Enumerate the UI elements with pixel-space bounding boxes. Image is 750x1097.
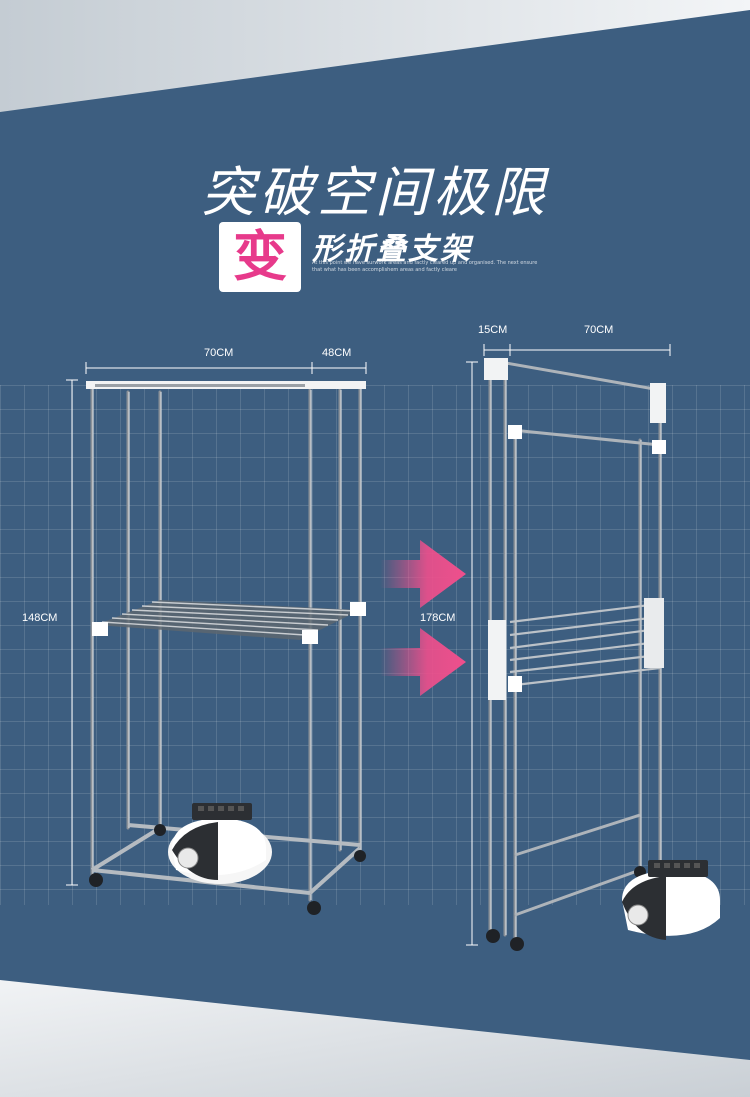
subtitle: 形折叠支架: [312, 232, 472, 267]
headline: 突破空间极限: [201, 161, 549, 224]
badge-char: 变: [233, 225, 287, 288]
arrow-right-icon: [380, 628, 466, 696]
badge-box: [219, 222, 301, 292]
right-height-label: 178CM: [420, 612, 456, 624]
left-height-label: 148CM: [22, 612, 58, 624]
right-width-label: 70CM: [584, 324, 614, 336]
tagline: At this point we have surwork areas and …: [312, 260, 538, 273]
arrow-right-icon: [380, 540, 466, 608]
left-width-label: 70CM: [204, 347, 234, 359]
right-depth-label: 15CM: [478, 324, 508, 336]
heater-unit-right: [622, 860, 720, 940]
left-rack: [86, 381, 366, 915]
dimension-lines: [66, 344, 671, 946]
heater-unit-left: [168, 803, 272, 884]
left-depth-label: 48CM: [322, 347, 352, 359]
right-rack: [484, 358, 720, 951]
